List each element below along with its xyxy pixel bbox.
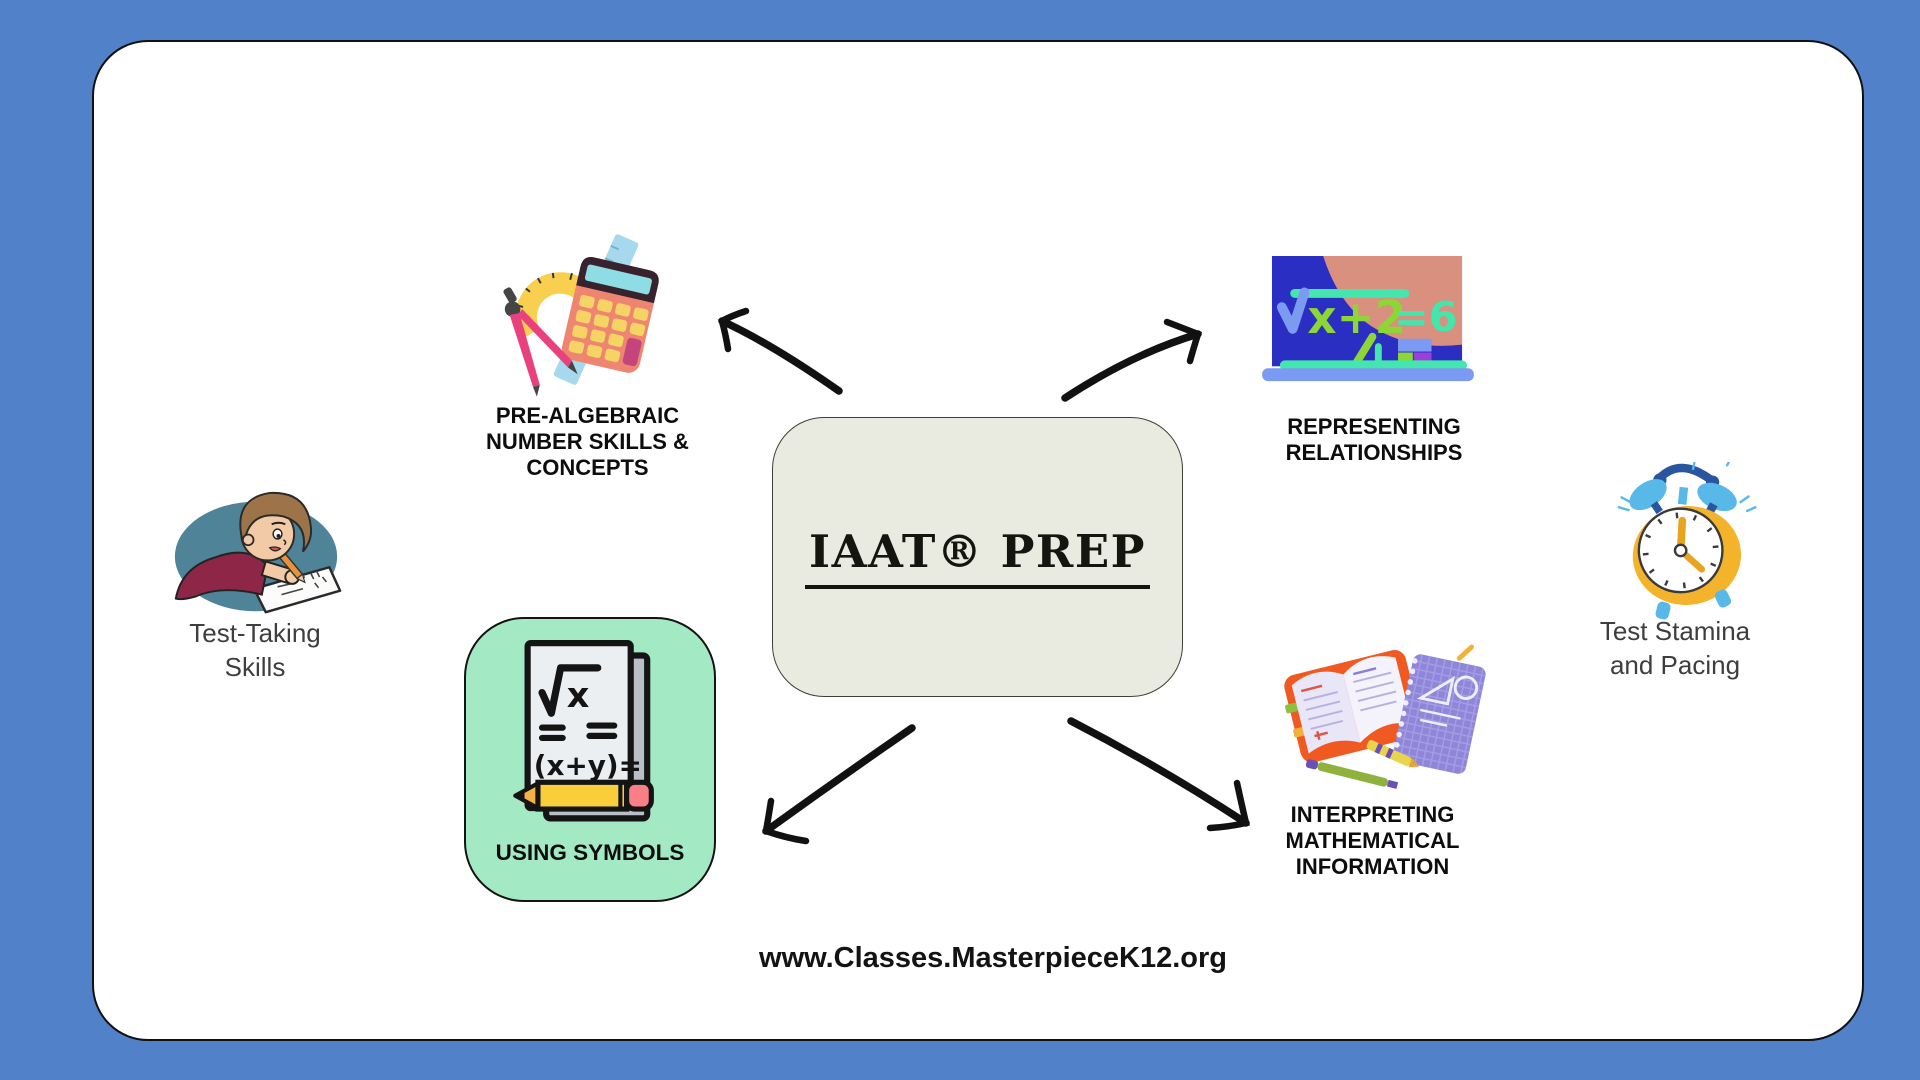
arrow-bottom-left <box>762 724 916 845</box>
symbols-notebook-illustration: x (x+y)= <box>512 640 654 822</box>
using-symbols-panel: x (x+y)= USING SYMBOLS <box>464 617 716 902</box>
grid-notebook-icon <box>1393 644 1486 775</box>
center-topic-title: IAAT® PREP <box>805 525 1150 589</box>
expression-text: (x+y)= <box>533 749 641 782</box>
alarm-clock-illustration <box>1617 462 1757 620</box>
calculator-icon <box>561 257 659 373</box>
pre-algebraic-label: PRE-ALGEBRAIC NUMBER SKILLS & CONCEPTS <box>486 403 689 480</box>
arrow-bottom-right <box>1067 717 1250 832</box>
representing-label: REPRESENTING RELATIONSHIPS <box>1285 414 1463 465</box>
test-paper-icon <box>252 566 342 614</box>
open-book-icon <box>1284 650 1423 763</box>
interpreting-label: INTERPRETING MATHEMATICAL INFORMATION <box>1285 802 1460 879</box>
equation-rhs-text: =6 <box>1394 293 1457 341</box>
arrow-top-left <box>718 307 843 395</box>
test-taking-label: Test-Taking Skills <box>189 618 321 682</box>
chalkboard-equation-illustration: x+2 =6 <box>1262 256 1474 382</box>
student-writing-illustration <box>174 491 342 614</box>
striped-pencil-icon <box>1366 740 1420 768</box>
pencil-icon <box>512 779 654 812</box>
radicand-text: x <box>566 675 589 716</box>
footer-url: www.Classes.MasterpieceK12.org <box>759 942 1227 974</box>
arrow-top-right <box>1061 318 1203 402</box>
using-symbols-label: USING SYMBOLS <box>495 840 685 865</box>
compass-icon <box>503 287 578 397</box>
green-pen-icon <box>1305 759 1399 789</box>
test-stamina-label: Test Stamina and Pacing <box>1599 616 1751 680</box>
math-tools-illustration <box>503 234 659 397</box>
equation-lhs-text: x+2 <box>1307 291 1406 344</box>
math-notebooks-illustration <box>1284 644 1486 789</box>
center-topic-box: IAAT® PREP <box>772 417 1183 697</box>
